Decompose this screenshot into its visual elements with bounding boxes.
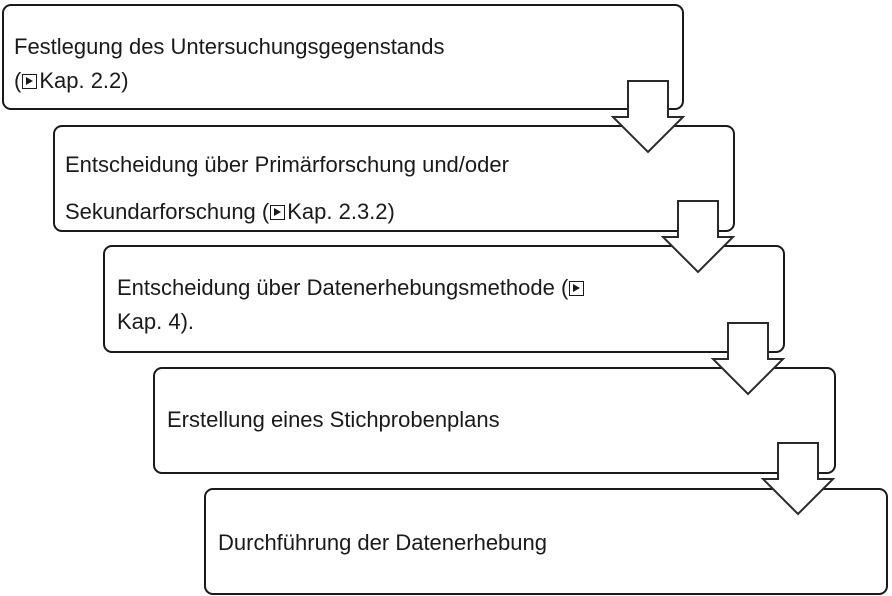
step-festlegung-untersuchungsgegenstand: Festlegung des Untersuchungsgegenstands …	[2, 4, 684, 110]
step-3-title: Entscheidung über Datenerhebungsmethode …	[117, 275, 569, 300]
play-reference-icon	[569, 281, 585, 296]
step-2-title-cont: Sekundarforschung (	[65, 199, 270, 225]
step-4-title: Erstellung eines Stichprobenplans	[167, 407, 500, 432]
step-2-line-2: Sekundarforschung ( Kap. 2.3.2)	[65, 188, 733, 235]
down-arrow-icon	[710, 322, 786, 396]
step-3-line-2: Kap. 4).	[117, 305, 783, 339]
step-1-line-2: ( Kap. 2.2)	[14, 64, 682, 98]
step-3-line-1: Entscheidung über Datenerhebungsmethode …	[117, 271, 783, 305]
step-2-title: Entscheidung über Primärforschung und/od…	[65, 152, 509, 177]
step-entscheidung-datenerhebungsmethode: Entscheidung über Datenerhebungsmethode …	[103, 245, 785, 353]
step-datenerhebung: Durchführung der Datenerhebung	[204, 488, 888, 595]
step-2-line-1: Entscheidung über Primärforschung und/od…	[65, 141, 733, 188]
play-reference-icon	[270, 205, 286, 221]
step-1-title: Festlegung des Untersuchungsgegenstands	[14, 34, 445, 59]
step-5-title: Durchführung der Datenerhebung	[218, 530, 548, 555]
step-entscheidung-forschungsart: Entscheidung über Primärforschung und/od…	[53, 125, 735, 232]
step-5-line-1: Durchführung der Datenerhebung	[218, 526, 886, 560]
down-arrow-icon	[660, 200, 736, 274]
step-1-ref-open: (	[14, 68, 22, 94]
step-3-chapter-ref[interactable]: Kap. 4).	[117, 309, 195, 335]
down-arrow-icon	[760, 442, 836, 516]
step-4-line-1: Erstellung eines Stichprobenplans	[167, 403, 834, 437]
down-arrow-icon	[610, 80, 686, 154]
play-reference-icon	[22, 74, 38, 90]
step-1-line-1: Festlegung des Untersuchungsgegenstands	[14, 30, 682, 64]
step-2-chapter-ref[interactable]: Kap. 2.3.2)	[287, 199, 395, 225]
step-1-chapter-ref[interactable]: Kap. 2.2)	[39, 68, 129, 94]
step-stichprobenplan: Erstellung eines Stichprobenplans	[153, 367, 836, 474]
